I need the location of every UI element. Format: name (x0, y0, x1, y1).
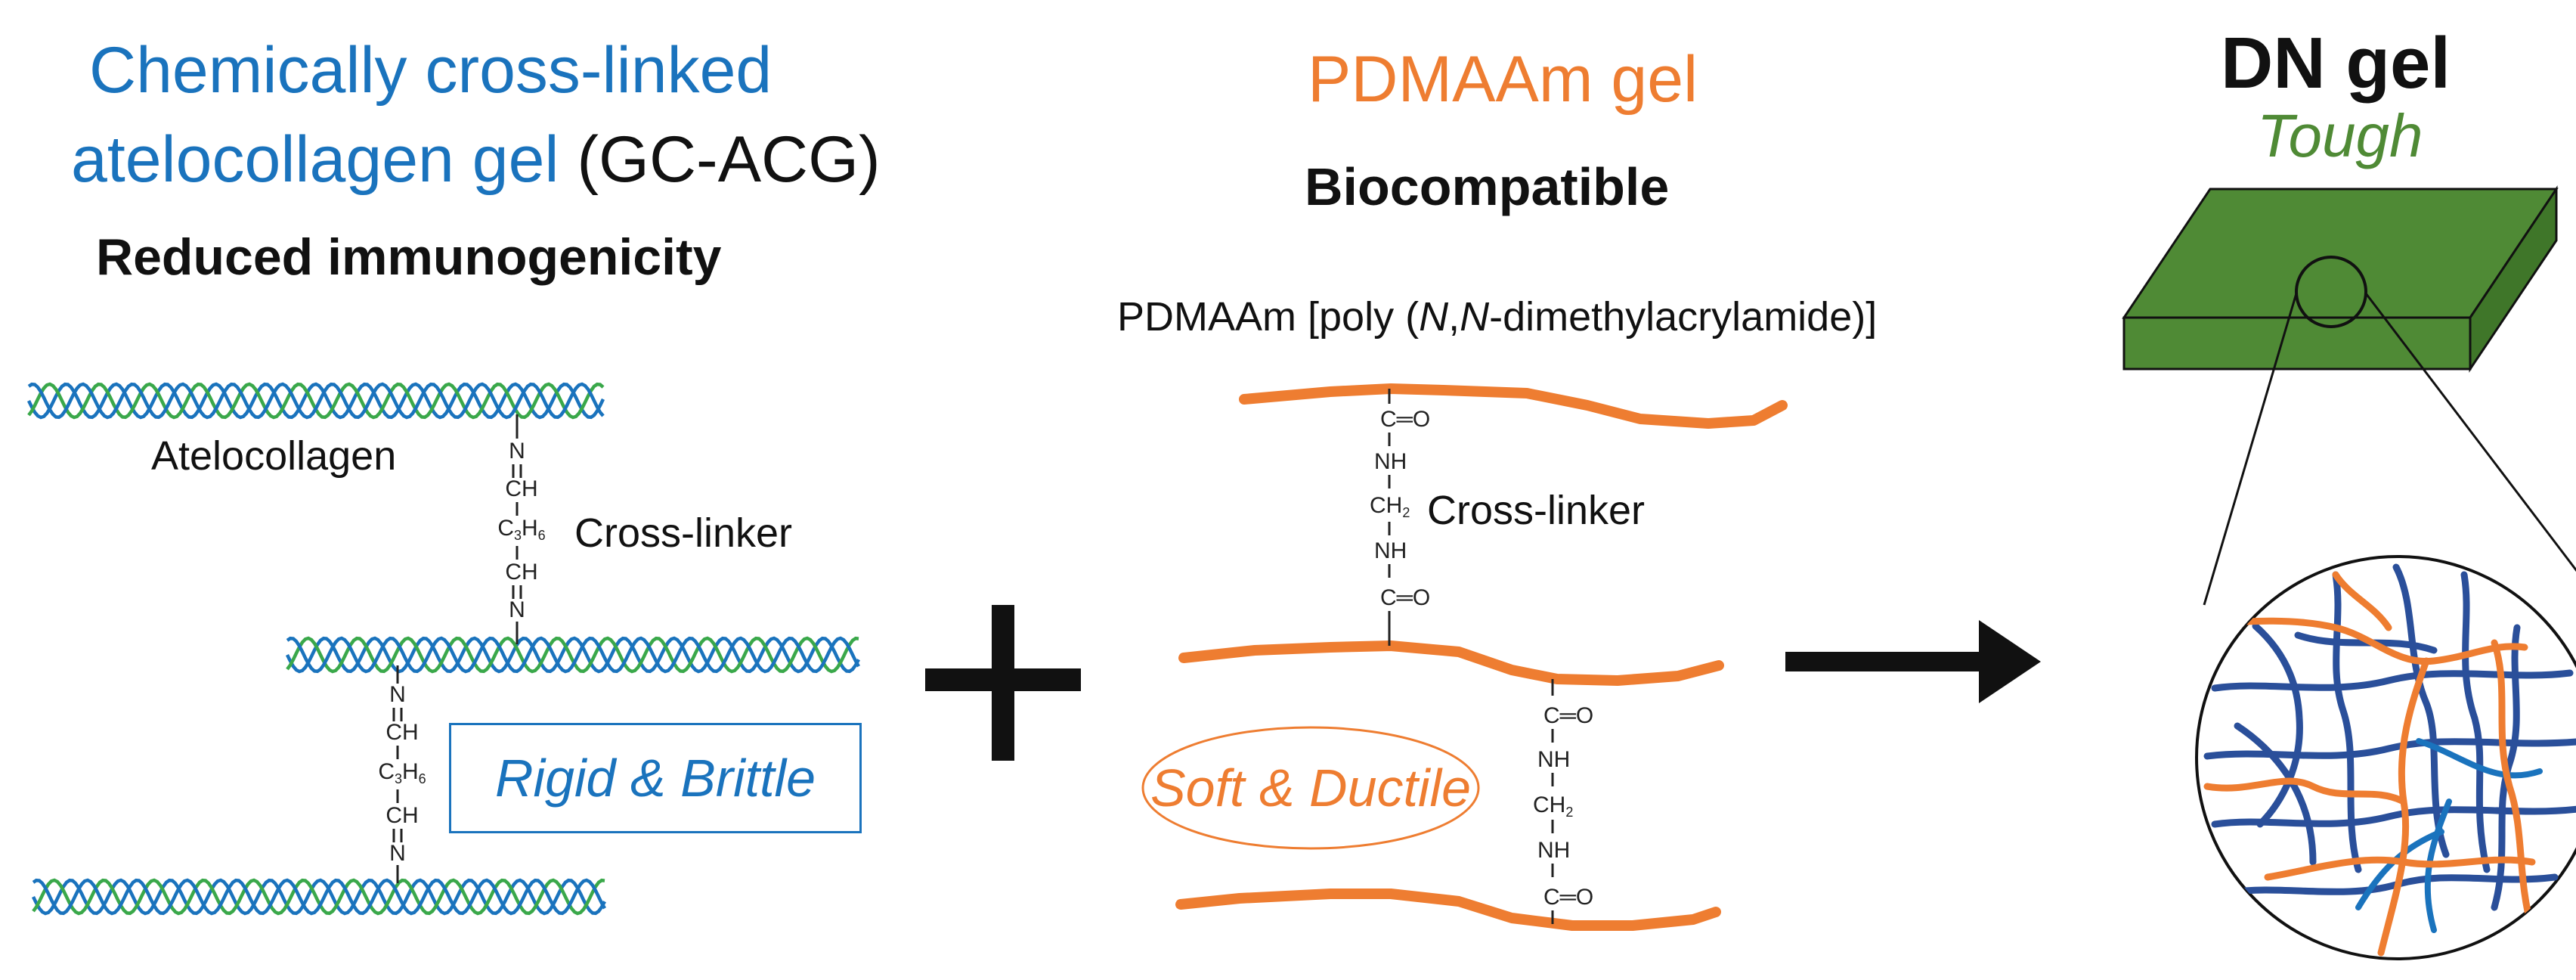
pdmaam-crosslinker-upper: C═O NH CH2 NH C═O (1370, 389, 1430, 646)
chem-n: N (509, 439, 525, 464)
atelocollagen-helix-middle (285, 636, 860, 674)
full-name-suffix: -dimethylacrylamide)] (1489, 294, 1878, 340)
chem-ch: CH (385, 803, 418, 828)
chem-ch2: CH2 (1370, 493, 1410, 520)
soft-ductile-ellipse (1141, 726, 1480, 850)
chem-n: N (509, 597, 525, 622)
dn-gel-slab (2122, 185, 2559, 373)
left-subtitle: Reduced immunogenicity (96, 228, 722, 286)
pdmaam-network (2197, 571, 2536, 957)
helix-strand (286, 636, 859, 674)
right-arrow (1785, 620, 2041, 703)
magnify-line-right (2364, 293, 2576, 572)
full-name-n1: N (1419, 294, 1449, 340)
full-name-comma: , (1448, 294, 1460, 340)
right-property: Tough (2257, 102, 2423, 169)
helix-strand (286, 636, 860, 674)
plus-sign (925, 605, 1081, 761)
magnified-circle (2195, 555, 2576, 960)
left-title-abbrev: (GC-ACG) (577, 123, 881, 196)
left-title-atelocollagen-gel: atelocollagen gel (71, 123, 559, 196)
middle-subtitle: Biocompatible (1305, 157, 1670, 216)
rigid-brittle-box: Rigid & Brittle (449, 723, 862, 833)
chem-co: C═O (1543, 885, 1593, 910)
pdmaam-full-name: PDMAAm [poly (N,N-dimethylacrylamide)] (1117, 296, 1877, 337)
right-title: DN gel (2221, 23, 2451, 104)
chem-c3h6: C3H6 (378, 759, 426, 786)
chem-ch: CH (385, 720, 418, 745)
pdmaam-chain-middle (1178, 640, 1724, 686)
chem-c3h6: C3H6 (497, 516, 545, 543)
middle-crosslinker-label: Cross-linker (1427, 488, 1646, 533)
chem-nh: NH (1537, 838, 1570, 863)
chem-co: C═O (1380, 407, 1430, 432)
helix-strand (32, 878, 606, 916)
rigid-brittle-label: Rigid & Brittle (494, 749, 816, 808)
chem-co: C═O (1380, 585, 1430, 610)
soft-ductile-label: Soft & Ductile (1150, 758, 1471, 817)
pdmaam-chain-bottom (1175, 889, 1721, 931)
left-title-line2: atelocollagen gel (GC-ACG) (71, 127, 881, 192)
pdmaam-chain-top (1239, 383, 1788, 429)
left-crosslinker-label: Cross-linker (574, 510, 793, 556)
chem-nh: NH (1374, 449, 1407, 474)
left-crosslinker-lower: N CH C3H6 CH N (378, 665, 426, 883)
atelocollagen-helix-top (26, 382, 605, 420)
pdmaam-crosslinker-lower: C═O NH CH2 NH C═O (1533, 679, 1593, 924)
chem-n: N (389, 682, 406, 707)
chem-ch: CH (505, 560, 537, 585)
dn-network (2197, 563, 2576, 957)
chem-ch2: CH2 (1533, 792, 1573, 820)
chem-nh: NH (1537, 747, 1570, 772)
chem-co: C═O (1543, 703, 1593, 728)
left-title-line1: Chemically cross-linked (89, 34, 772, 107)
chem-ch: CH (505, 476, 537, 501)
chem-n: N (389, 841, 406, 866)
atelocollagen-helix-bottom (31, 878, 606, 916)
helix-strand (27, 382, 605, 420)
full-name-n2: N (1460, 294, 1490, 340)
middle-title: PDMAAm gel (1308, 43, 1698, 116)
atelocollagen-label: Atelocollagen (151, 433, 397, 479)
full-name-prefix: PDMAAm [poly ( (1117, 294, 1420, 340)
left-crosslinker-upper: N CH C3H6 CH N (497, 414, 546, 644)
magnify-spot (2295, 256, 2367, 328)
chem-nh: NH (1374, 538, 1407, 563)
magnify-line-left (2203, 293, 2298, 606)
helix-strand (32, 878, 605, 916)
